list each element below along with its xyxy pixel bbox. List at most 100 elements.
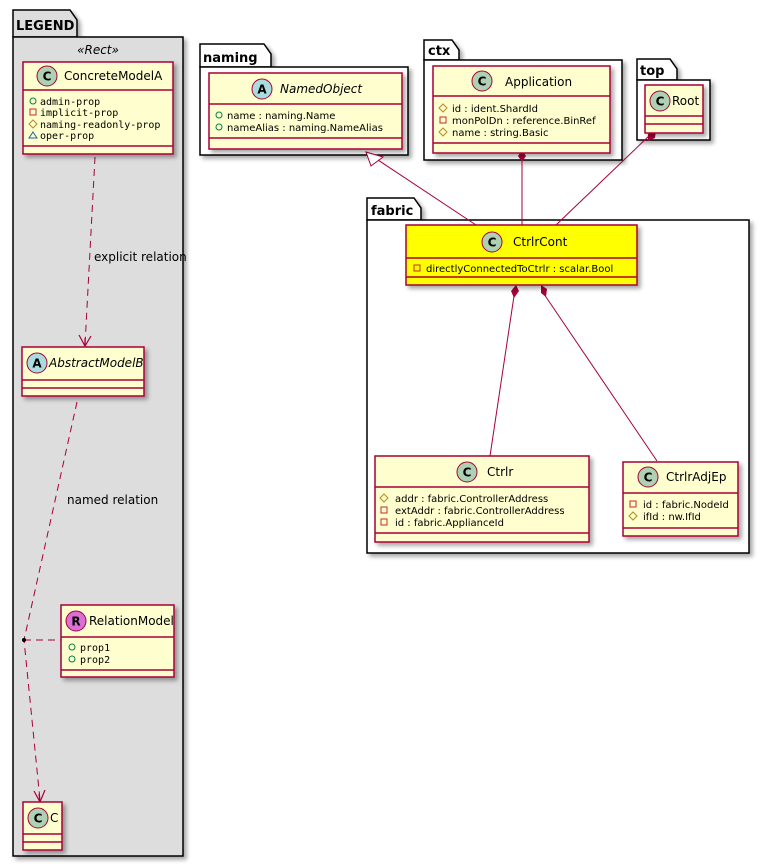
attribute: directlyConnectedToCtrlr : scalar.Bool bbox=[426, 264, 613, 275]
attribute: admin-prop bbox=[40, 97, 100, 108]
public-visibility-icon bbox=[215, 123, 223, 131]
class-badge-icon bbox=[36, 65, 58, 87]
public-visibility-icon bbox=[215, 111, 223, 119]
class-name: RelationModel bbox=[89, 614, 174, 628]
class-application[interactable]: C Application id : ident.ShardId monPolD… bbox=[432, 65, 611, 154]
package-legend: LEGEND «Rect» bbox=[12, 9, 184, 857]
edge-composition-ctrlr-adj-ep[interactable] bbox=[543, 293, 658, 462]
class-name: Root bbox=[672, 94, 699, 108]
attribute: name : naming.Name bbox=[227, 111, 335, 122]
attribute: prop1 bbox=[80, 643, 110, 654]
class-name: Ctrlr bbox=[487, 465, 513, 479]
class-badge-letter: A bbox=[32, 357, 42, 371]
private-visibility-icon bbox=[29, 108, 37, 116]
class-concrete-model-a[interactable]: C ConcreteModelA admin-prop implicit-pro… bbox=[22, 61, 174, 155]
protected-visibility-icon bbox=[28, 119, 38, 129]
composition-diamond-ctrlr-adj-ep-icon bbox=[541, 285, 547, 297]
attribute: nameAlias : naming.NameAlias bbox=[227, 123, 383, 134]
attribute: oper-prop bbox=[40, 131, 94, 142]
attribute-list: admin-prop implicit-prop naming-readonly… bbox=[28, 97, 160, 142]
class-badge-icon bbox=[649, 90, 671, 112]
class-badge-letter: A bbox=[257, 83, 267, 97]
class-ctrlr-cont[interactable]: C CtrlrCont directlyConnectedToCtrlr : s… bbox=[405, 224, 638, 286]
package-ctx-label: ctx bbox=[428, 44, 451, 59]
attribute: name : string.Basic bbox=[452, 128, 548, 139]
edge-label-named-relation: named relation bbox=[67, 493, 158, 507]
class-abstract-model-b[interactable]: A AbstractModelB bbox=[21, 346, 145, 397]
package-fabric-tab bbox=[366, 197, 422, 221]
attribute: implicit-prop bbox=[40, 108, 118, 119]
edge-composition-root[interactable] bbox=[555, 134, 651, 226]
package-top-label: top bbox=[640, 64, 664, 79]
association-point-icon bbox=[22, 638, 26, 642]
public-visibility-icon bbox=[68, 643, 76, 651]
edge-composition-ctrlr[interactable] bbox=[489, 295, 515, 457]
class-name: NamedObject bbox=[280, 82, 363, 96]
private-visibility-icon bbox=[629, 500, 637, 508]
protected-visibility-icon bbox=[628, 511, 638, 521]
class-ctrlr-adj-ep[interactable]: C CtrlrAdjEp id : fabric.NodeId ifId : n… bbox=[622, 461, 739, 537]
class-badge-letter: R bbox=[71, 615, 80, 629]
class-badge-icon bbox=[481, 231, 503, 253]
composition-diamond-ctrlr-icon bbox=[511, 285, 519, 298]
class-root[interactable]: C Root bbox=[644, 84, 704, 134]
edge-explicit-relation-arrowhead bbox=[78, 334, 92, 348]
class-badge-letter: C bbox=[656, 95, 665, 109]
attribute: prop2 bbox=[80, 655, 110, 666]
attribute: monPolDn : reference.BinRef bbox=[452, 116, 596, 127]
attribute: addr : fabric.ControllerAddress bbox=[395, 494, 548, 505]
package-legend-stereotype: «Rect» bbox=[77, 43, 119, 57]
class-name: AbstractModelB bbox=[48, 356, 144, 370]
class-badge-letter: C bbox=[644, 471, 653, 485]
attribute: id : ident.ShardId bbox=[452, 104, 538, 115]
edge-generalization-named-object[interactable] bbox=[374, 157, 477, 226]
class-badge-letter: C bbox=[488, 236, 497, 250]
class-badge-icon bbox=[637, 466, 659, 488]
protected-visibility-icon bbox=[438, 103, 448, 113]
private-visibility-icon bbox=[380, 518, 388, 526]
package-legend-tab bbox=[12, 9, 78, 38]
generalization-triangle-icon bbox=[365, 151, 385, 167]
package-legend-label: LEGEND bbox=[16, 19, 75, 34]
class-ctrlr[interactable]: C Ctrlr addr : fabric.ControllerAddress … bbox=[374, 455, 590, 543]
class-named-object[interactable]: A NamedObject name : naming.Name nameAli… bbox=[208, 72, 403, 150]
relation-badge-icon bbox=[65, 610, 87, 632]
protected-visibility-icon bbox=[379, 493, 389, 503]
class-relation-model[interactable]: R RelationModel prop1 prop2 bbox=[60, 604, 175, 678]
class-badge-icon bbox=[27, 807, 49, 829]
abstract-badge-icon bbox=[26, 352, 48, 374]
attribute: naming-readonly-prop bbox=[40, 120, 160, 131]
class-badge-letter: C bbox=[463, 466, 472, 480]
class-name: CtrlrCont bbox=[513, 235, 568, 249]
edge-explicit-relation[interactable] bbox=[84, 156, 96, 346]
class-badge-letter: C bbox=[34, 812, 43, 826]
attribute: ifId : nw.IfId bbox=[643, 512, 701, 523]
public-visibility-icon bbox=[68, 655, 76, 663]
package-ctx-tab bbox=[423, 39, 460, 61]
class-name: CtrlrAdjEp bbox=[666, 470, 726, 484]
class-badge-icon bbox=[471, 70, 493, 92]
attribute: extAddr : fabric.ControllerAddress bbox=[395, 506, 565, 517]
private-visibility-icon bbox=[413, 264, 421, 272]
public-visibility-icon bbox=[29, 97, 37, 105]
edge-label-explicit-relation: explicit relation bbox=[94, 250, 187, 264]
package-top-tab bbox=[636, 58, 678, 81]
class-badge-letter: C bbox=[478, 75, 487, 89]
class-name: C bbox=[50, 811, 58, 825]
abstract-badge-icon bbox=[251, 78, 273, 100]
package-naming-label: naming bbox=[203, 51, 258, 66]
private-visibility-icon bbox=[380, 506, 388, 514]
private-visibility-icon bbox=[439, 116, 447, 124]
class-name: ConcreteModelA bbox=[64, 69, 163, 83]
package-legend-body bbox=[12, 36, 184, 857]
class-badge-icon bbox=[456, 461, 478, 483]
package-visibility-icon bbox=[28, 131, 38, 139]
package-fabric-label: fabric bbox=[371, 204, 413, 219]
attribute: id : fabric.NodeId bbox=[643, 500, 729, 511]
package-naming-tab bbox=[199, 43, 272, 68]
class-c[interactable]: C C bbox=[22, 801, 63, 851]
attribute: id : fabric.ApplianceId bbox=[395, 518, 504, 529]
class-name: Application bbox=[505, 75, 572, 89]
class-badge-letter: C bbox=[43, 70, 52, 84]
